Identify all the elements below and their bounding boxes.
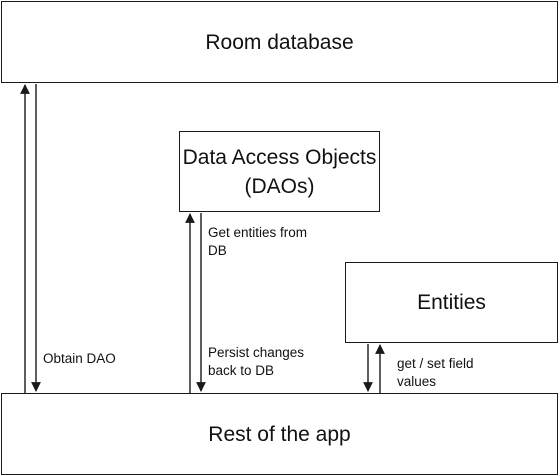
field-line1: get / set field (397, 356, 474, 371)
dao-label-line1: Data Access Objects (182, 145, 377, 169)
persist-line1: Persist changes (208, 345, 305, 360)
room-database-label: Room database (205, 30, 354, 54)
get-entities-line1: Get entities from (208, 225, 308, 240)
get-entities-label: Get entities from DB (208, 224, 307, 260)
field-line2: values (397, 374, 437, 389)
get-entities-line2: DB (208, 243, 227, 258)
dao-box: Data Access Objects (DAOs) (179, 131, 380, 212)
dao-label-line2: (DAOs) (244, 174, 315, 198)
room-database-box: Room database (1, 1, 558, 83)
rest-of-app-box: Rest of the app (1, 393, 558, 475)
entities-label: Entities (417, 291, 486, 314)
entities-box: Entities (345, 262, 558, 343)
obtain-dao-label: Obtain DAO (43, 351, 116, 366)
persist-line2: back to DB (208, 363, 275, 378)
persist-changes-label: Persist changes back to DB (208, 344, 304, 380)
get-set-field-label: get / set field values (397, 355, 474, 391)
rest-of-app-label: Rest of the app (208, 422, 351, 446)
